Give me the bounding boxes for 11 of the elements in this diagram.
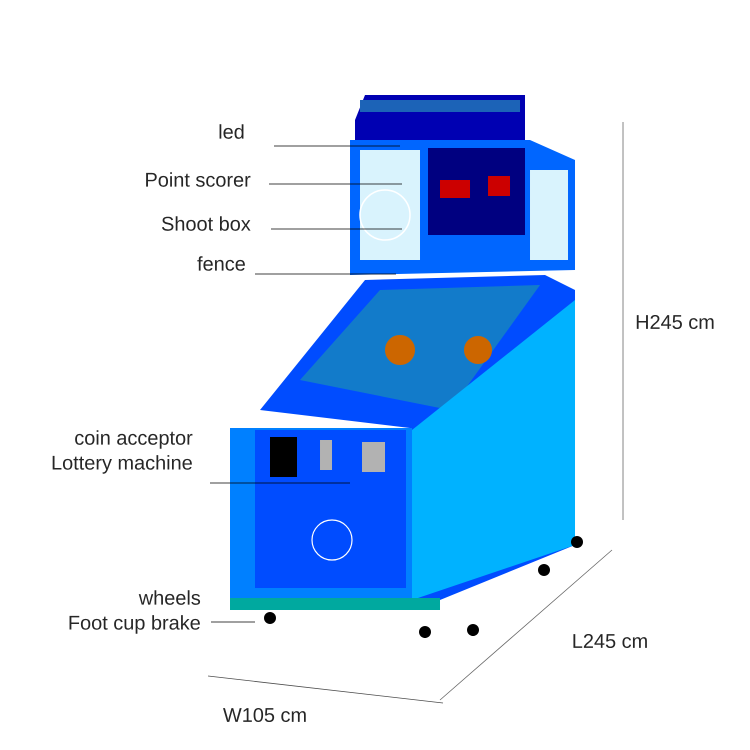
- part-label: Shoot box: [162, 216, 251, 231]
- part-label: led: [220, 124, 244, 139]
- dimension-label: H245 cm: [636, 314, 714, 330]
- leader-line: [270, 228, 402, 230]
- part-label: wheels Foot cup brake: [70, 590, 200, 634]
- leader-line: [210, 482, 350, 484]
- dimension-label: L245 cm: [573, 634, 647, 648]
- part-label: coin acceptor Lottery machine: [52, 430, 192, 474]
- dimension-label: W105 cm: [223, 708, 306, 722]
- part-label: fence: [197, 256, 245, 271]
- part-label: Point scorer: [146, 172, 250, 187]
